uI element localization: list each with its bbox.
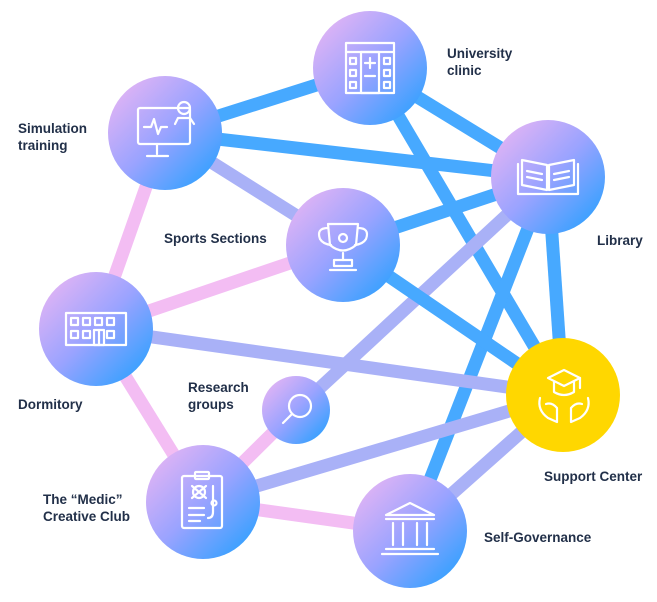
node-label: Research groups — [188, 380, 253, 412]
institution-icon — [380, 501, 440, 556]
nodes-layer: University clinic Simulation training — [18, 11, 643, 588]
node-university-clinic: University clinic — [313, 11, 516, 125]
node-research-groups: Research groups — [188, 376, 330, 444]
node-label: Library — [597, 233, 643, 248]
edge-dormitory-to-support-center — [95, 322, 564, 402]
node-label: Self-Governance — [484, 530, 592, 545]
monitor-patient-icon — [136, 100, 196, 158]
building-icon — [64, 311, 128, 347]
node-label: Support Center — [544, 469, 643, 484]
magnifier-icon — [281, 393, 313, 425]
node-self-governance: Self-Governance — [353, 474, 592, 588]
open-book-icon — [516, 158, 580, 196]
node-label: Sports Sections — [164, 231, 267, 246]
node-medic-creative-club: The “Medic” Creative Club — [43, 445, 260, 559]
edge-library-to-self-governance — [403, 174, 555, 534]
node-label: The “Medic” Creative Club — [43, 492, 130, 524]
node-circle — [353, 474, 467, 588]
node-label: Simulation training — [18, 121, 91, 153]
node-circle — [146, 445, 260, 559]
node-label: University clinic — [447, 46, 516, 78]
node-library: Library — [491, 120, 643, 248]
node-circle — [262, 376, 330, 444]
node-circle — [286, 188, 400, 302]
node-simulation-training: Simulation training — [18, 76, 222, 190]
edge-simulation-training-to-library — [164, 126, 549, 184]
node-sports-sections: Sports Sections — [164, 188, 400, 302]
clipboard-icon — [180, 470, 224, 530]
node-support-center: Support Center — [506, 338, 643, 484]
edge-medic-creative-club-to-support-center — [201, 388, 565, 509]
node-label: Dormitory — [18, 397, 83, 412]
hospital-icon — [344, 41, 396, 95]
node-dormitory: Dormitory — [18, 272, 153, 412]
edge-university-clinic-to-support-center — [364, 64, 569, 399]
node-circle — [108, 76, 222, 190]
graduate-hands-icon — [538, 368, 590, 424]
trophy-icon — [317, 222, 369, 272]
